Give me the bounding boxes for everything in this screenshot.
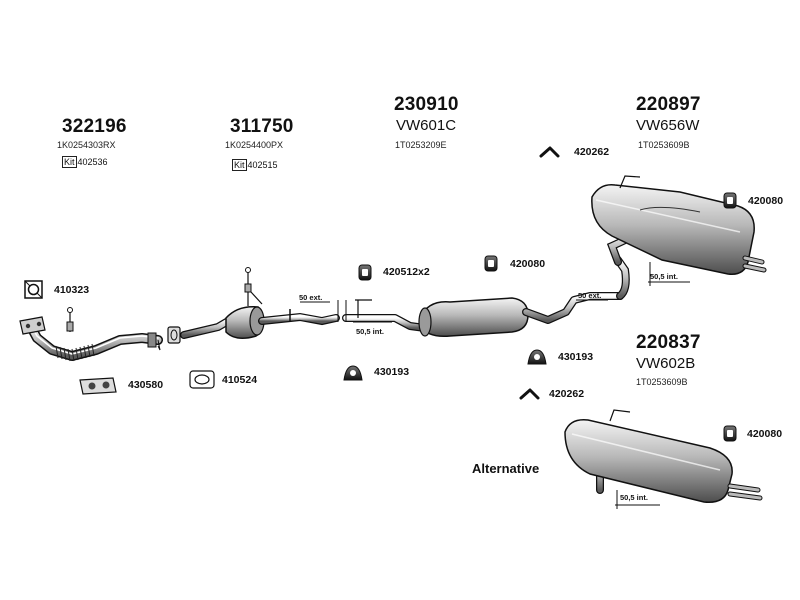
part-number-230910: 230910 — [394, 94, 459, 115]
hanger-icon-430193-right — [527, 349, 547, 365]
part-number-322196: 322196 — [62, 116, 127, 137]
flange-gasket-icon-430580 — [79, 377, 117, 395]
callout-420262-bottom: 420262 — [549, 388, 585, 400]
callout-410323: 410323 — [54, 284, 90, 296]
part-number-220837: 220837 — [636, 332, 701, 353]
front-pipe-322196 — [19, 307, 163, 362]
rear-silencer-alternative-220837 — [564, 409, 763, 509]
oe-number-1K0254303RX: 1K0254303RX — [57, 140, 116, 150]
oe-number-1T0253609B-top: 1T0253609B — [638, 140, 690, 150]
part-number-311750: 311750 — [230, 116, 294, 137]
hanger-icon-430193-left — [343, 365, 363, 381]
centre-silencer-230910 — [342, 292, 624, 338]
part-number-220897: 220897 — [636, 94, 701, 115]
callout-420080-bottom: 420080 — [747, 428, 783, 440]
callout-420512x2: 420512x2 — [383, 266, 430, 278]
maker-code-VW602B: VW602B — [636, 355, 696, 372]
rubber-mount-icon-420512 — [358, 264, 372, 281]
kit-badge: Kit — [62, 156, 77, 168]
callout-420080-mid: 420080 — [510, 258, 546, 270]
alternative-label: Alternative — [472, 461, 540, 476]
rear-silencer-220897 — [591, 175, 767, 300]
rubber-mount-icon-420080-bottom — [723, 425, 737, 442]
callout-420080-top: 420080 — [748, 195, 784, 207]
maker-code-VW601C: VW601C — [396, 117, 457, 134]
bracket-icon-420262-bottom — [519, 388, 540, 400]
dimension-50-5-int-mid: 50,5 int. — [356, 327, 384, 336]
callout-430193-left: 430193 — [374, 366, 410, 378]
dimension-50-ext-left: 50 ext. — [299, 293, 323, 302]
callout-430193-right: 430193 — [558, 351, 594, 363]
dimension-marks — [300, 299, 608, 323]
bracket-icon-420262-top — [539, 146, 560, 158]
dimension-50-ext-right: 50 ext. — [578, 291, 602, 300]
catalytic-converter-311750 — [180, 267, 340, 339]
rubber-mount-icon-420080-top — [723, 192, 737, 209]
callout-410524: 410524 — [222, 374, 258, 386]
ring-gasket-icon-410524 — [189, 370, 215, 389]
rubber-mount-icon-420080-mid — [484, 255, 498, 272]
dimension-50-5-int-top: 50,5 int. — [650, 272, 678, 281]
connector-ring — [167, 326, 181, 344]
dimension-50-5-int-bottom: 50,5 int. — [620, 493, 648, 502]
kit-badge: Kit — [232, 159, 247, 171]
maker-code-VW656W: VW656W — [636, 117, 700, 134]
oe-number-1T0253209E: 1T0253209E — [395, 140, 447, 150]
kit-value: 402536 — [77, 157, 108, 167]
oe-number-1K0254400PX: 1K0254400PX — [225, 140, 284, 150]
callout-430580: 430580 — [128, 379, 164, 391]
oe-number-1T0253609B-bottom: 1T0253609B — [636, 377, 688, 387]
gasket-icon-410323 — [24, 280, 43, 299]
kit-value: 402515 — [247, 160, 278, 170]
callout-420262-top: 420262 — [574, 146, 610, 158]
